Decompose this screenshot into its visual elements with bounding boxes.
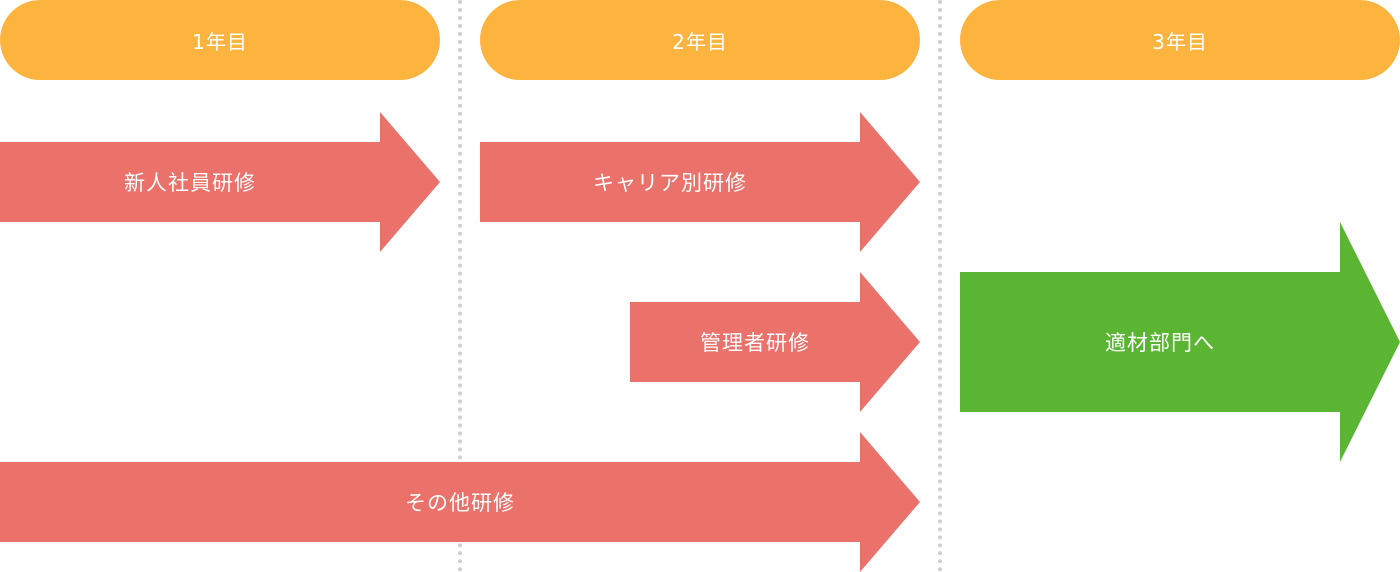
other-training-arrow: その他研修 (0, 432, 920, 572)
year-3-header: 3年目 (960, 0, 1400, 80)
year-divider-2 (938, 0, 942, 572)
manager-training-arrow: 管理者研修 (630, 272, 920, 412)
arrow-shape (630, 272, 920, 412)
arrow-shape (0, 432, 920, 572)
arrow-shape (480, 112, 920, 252)
year-2-label: 2年目 (672, 29, 728, 54)
new-employee-training-label: 新人社員研修 (124, 171, 256, 195)
arrow-shape (0, 112, 440, 252)
year-1-header: 1年目 (0, 0, 440, 80)
career-training-label: キャリア別研修 (593, 171, 747, 195)
year-divider-1 (458, 0, 462, 572)
year-3-label: 3年目 (1152, 29, 1208, 54)
assign-department-label: 適材部門へ (1105, 331, 1215, 355)
year-1-label: 1年目 (192, 29, 248, 54)
arrow-shape (960, 222, 1400, 462)
career-training-arrow: キャリア別研修 (480, 112, 920, 252)
year-2-header: 2年目 (480, 0, 920, 80)
other-training-label: その他研修 (405, 491, 515, 515)
new-employee-training-arrow: 新人社員研修 (0, 112, 440, 252)
assign-department-arrow: 適材部門へ (960, 222, 1400, 462)
manager-training-label: 管理者研修 (700, 331, 810, 355)
